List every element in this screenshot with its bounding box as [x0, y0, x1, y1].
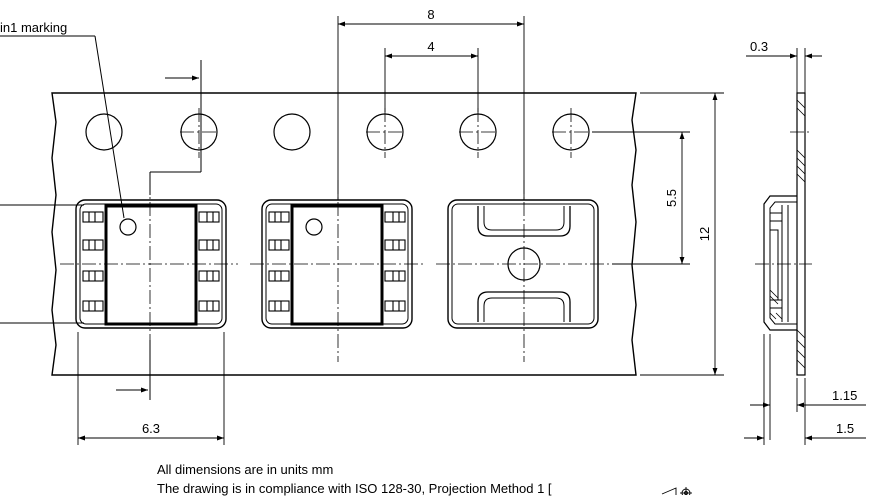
dim-hole-to-pocket	[592, 131, 690, 265]
standard-note: The drawing is in compliance with ISO 12…	[157, 481, 552, 496]
dim-pocket-width	[77, 332, 225, 445]
component-body	[104, 204, 198, 326]
dim-tape-width-label: 12	[697, 227, 712, 241]
dim-cover-tape	[746, 48, 822, 93]
units-note: All dimensions are in units mm	[157, 462, 334, 477]
dim-tape-width	[640, 92, 724, 376]
pocket-1	[75, 199, 227, 329]
center-lines	[60, 80, 610, 362]
dim-pocket-depth-label: 1.15	[832, 388, 857, 403]
tape-outline	[51, 92, 637, 376]
sprocket-hole	[273, 113, 311, 151]
dim-hole-pitch-label: 4	[427, 39, 434, 54]
side-view	[763, 92, 806, 376]
dim-hole-pitch	[384, 48, 479, 112]
dim-total-height	[744, 334, 866, 445]
pin-marking-leader	[0, 35, 125, 324]
dim-pocket-pitch-label: 8	[427, 7, 434, 22]
dim-cover-tape-label: 0.3	[750, 39, 768, 54]
pin1-dot	[305, 218, 323, 236]
component-body	[290, 204, 384, 326]
projection-symbol-icon	[661, 487, 692, 495]
dim-pocket-width-label: 6.3	[142, 421, 160, 436]
sprocket-hole	[85, 113, 123, 151]
dim-pocket-depth	[750, 334, 866, 440]
component-leads	[268, 211, 406, 312]
component-leads	[82, 211, 220, 312]
sprocket-holes	[85, 113, 590, 151]
pin1-dot	[119, 218, 137, 236]
dim-hole-to-pocket-label: 5.5	[664, 189, 679, 207]
pin-marking-label: in1 marking	[0, 20, 67, 35]
dim-total-height-label: 1.5	[836, 421, 854, 436]
section-lines	[116, 60, 202, 400]
side-view-centerlines	[755, 131, 812, 265]
dim-pocket-pitch	[337, 16, 525, 200]
